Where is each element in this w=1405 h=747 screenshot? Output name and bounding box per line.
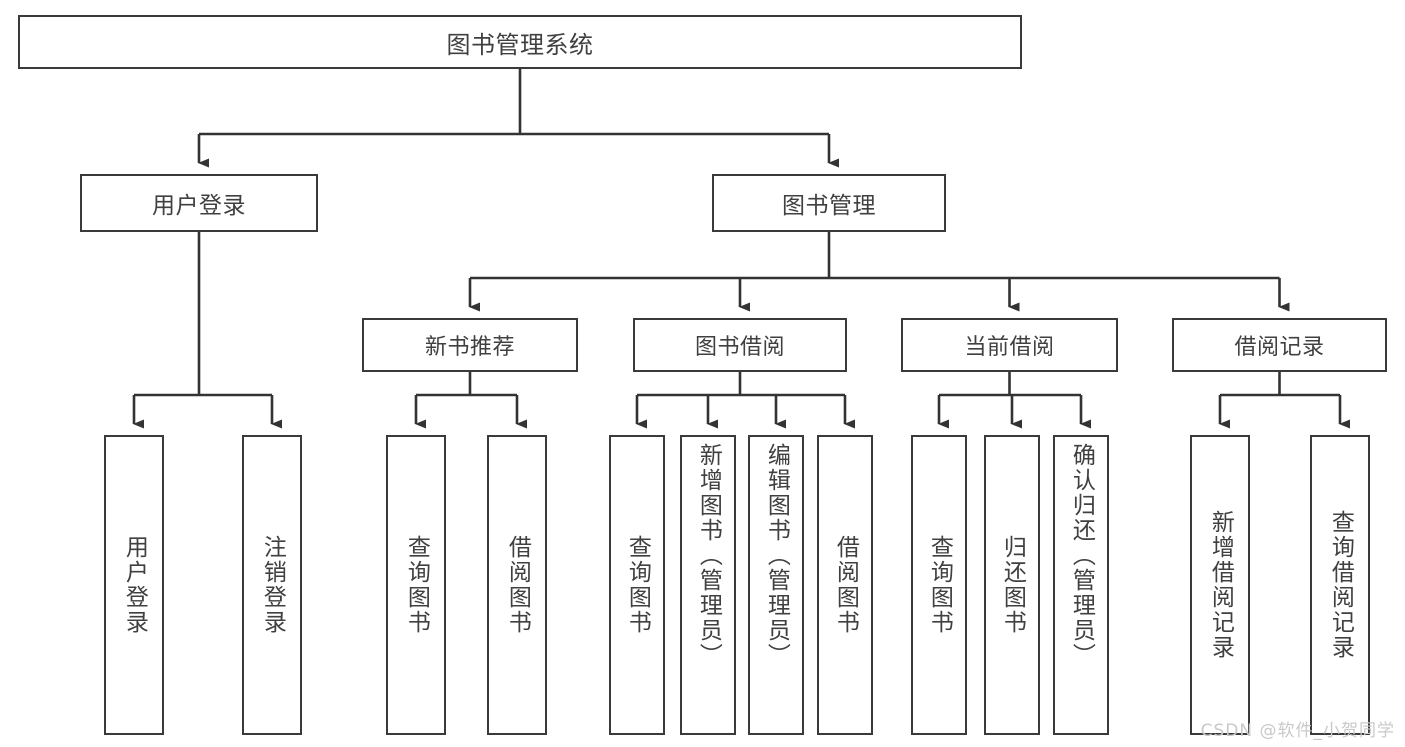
node-label: 编辑图书（管理员） xyxy=(763,443,790,668)
node-leaf-borrow-book[interactable]: 借阅图书 xyxy=(817,435,873,735)
node-leaf-confirm-return[interactable]: 确认归还（管理员） xyxy=(1053,435,1109,735)
node-label: 归还图书 xyxy=(999,535,1026,635)
node-leaf-logout[interactable]: 注销登录 xyxy=(242,435,302,735)
node-book-borrow[interactable]: 图书借阅 xyxy=(633,318,847,372)
node-label: 当前借阅 xyxy=(964,335,1055,360)
node-label: 图书管理 xyxy=(782,193,876,219)
node-label: 图书借阅 xyxy=(694,335,785,360)
node-leaf-edit-book[interactable]: 编辑图书（管理员） xyxy=(748,435,804,735)
node-leaf-query-book-current[interactable]: 查询图书 xyxy=(911,435,967,735)
node-label: 查询图书 xyxy=(926,535,953,635)
node-label: 新书推荐 xyxy=(424,335,515,360)
node-label: 用户登录 xyxy=(121,535,148,635)
node-root[interactable]: 图书管理系统 xyxy=(18,15,1022,69)
watermark-label: CSDN @软件_小贺同学 xyxy=(1200,721,1395,741)
node-new-book-recommend[interactable]: 新书推荐 xyxy=(362,318,578,372)
node-label: 注销登录 xyxy=(259,535,286,635)
node-borrow-record[interactable]: 借阅记录 xyxy=(1172,318,1387,372)
node-label: 查询图书 xyxy=(403,535,430,635)
node-label: 新增借阅记录 xyxy=(1207,510,1234,660)
node-label: 借阅记录 xyxy=(1234,335,1325,360)
node-leaf-query-book-recommend[interactable]: 查询图书 xyxy=(386,435,446,735)
node-leaf-query-book-borrow[interactable]: 查询图书 xyxy=(609,435,665,735)
node-leaf-add-book[interactable]: 新增图书（管理员） xyxy=(680,435,736,735)
node-label: 确认归还（管理员） xyxy=(1068,443,1095,668)
node-label: 借阅图书 xyxy=(504,535,531,635)
node-label: 借阅图书 xyxy=(832,535,859,635)
node-user-login[interactable]: 用户登录 xyxy=(80,174,318,232)
node-leaf-query-borrow-record[interactable]: 查询借阅记录 xyxy=(1310,435,1370,735)
node-leaf-borrow-book-recommend[interactable]: 借阅图书 xyxy=(487,435,547,735)
node-current-borrow[interactable]: 当前借阅 xyxy=(901,318,1118,372)
node-label: 用户登录 xyxy=(152,193,246,219)
node-leaf-return-book[interactable]: 归还图书 xyxy=(984,435,1040,735)
node-label: 查询图书 xyxy=(624,535,651,635)
node-book-manage[interactable]: 图书管理 xyxy=(712,174,946,232)
node-label: 图书管理系统 xyxy=(446,30,594,59)
node-label: 查询借阅记录 xyxy=(1327,510,1354,660)
node-label: 新增图书（管理员） xyxy=(695,443,722,668)
node-leaf-add-borrow-record[interactable]: 新增借阅记录 xyxy=(1190,435,1250,735)
node-leaf-user-login[interactable]: 用户登录 xyxy=(104,435,164,735)
